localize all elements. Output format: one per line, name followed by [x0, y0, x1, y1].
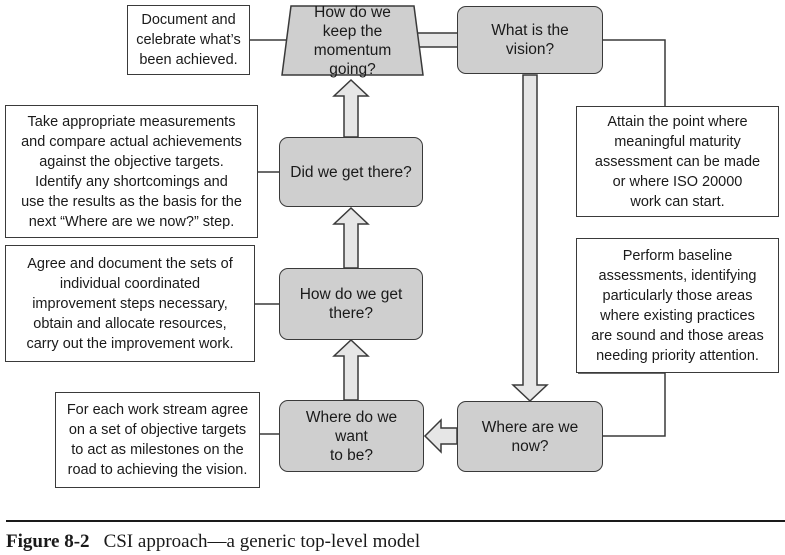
step-did-we-get-there: Did we get there?: [279, 137, 423, 207]
note-measure-text: Take appropriate measurements and compar…: [21, 113, 242, 230]
caption-rule: [6, 520, 785, 522]
step-vision-label: What is the vision?: [491, 22, 569, 58]
note-maturity-text: Attain the point where meaningful maturi…: [594, 113, 761, 210]
arrow-did-we-to-momentum: [332, 78, 370, 138]
step-where-are-we-now: Where are we now?: [457, 401, 603, 472]
arrow-get-there-to-did-we: [332, 206, 370, 269]
step-keep-momentum-label: How do we keep the momentum going?: [313, 3, 392, 78]
figure-caption: Figure 8-2 CSI approach—a generic top-lev…: [6, 531, 420, 553]
momentum-shape: [281, 5, 424, 76]
note-baseline: Perform baseline assessments, identifyin…: [576, 238, 779, 373]
note-measure: Take appropriate measurements and compar…: [5, 105, 258, 238]
note-maturity: Attain the point where meaningful maturi…: [576, 106, 779, 217]
figure-label: Figure 8-2: [6, 531, 90, 552]
step-where-want-to-be: Where do we want to be?: [279, 400, 424, 472]
connector-baseline: [578, 372, 666, 437]
note-coordinate-text: Agree and document the sets of individua…: [26, 255, 234, 352]
step-vision: What is the vision?: [457, 6, 603, 74]
note-coordinate: Agree and document the sets of individua…: [5, 245, 255, 362]
arrow-want-to-get-there: [332, 338, 370, 401]
figure-title: CSI approach—a generic top-level model: [103, 531, 421, 552]
step-where-want-to-be-label: Where do we want to be?: [305, 408, 398, 464]
note-celebrate: Document and celebrate what’s been achie…: [127, 5, 250, 75]
arrow-now-to-want: [423, 418, 458, 454]
note-targets: For each work stream agree on a set of o…: [55, 392, 260, 488]
arrow-vision-to-now: [511, 74, 549, 403]
step-where-are-we-now-label: Where are we now?: [481, 418, 579, 455]
note-baseline-text: Perform baseline assessments, identifyin…: [591, 247, 764, 364]
step-keep-momentum: How do we keep the momentum going?: [282, 4, 423, 78]
note-celebrate-text: Document and celebrate what’s been achie…: [136, 12, 241, 68]
step-did-we-get-there-label: Did we get there?: [290, 163, 412, 181]
step-how-do-we-get-there: How do we get there?: [279, 268, 423, 340]
note-targets-text: For each work stream agree on a set of o…: [66, 402, 249, 478]
step-how-do-we-get-there-label: How do we get there?: [299, 286, 403, 322]
